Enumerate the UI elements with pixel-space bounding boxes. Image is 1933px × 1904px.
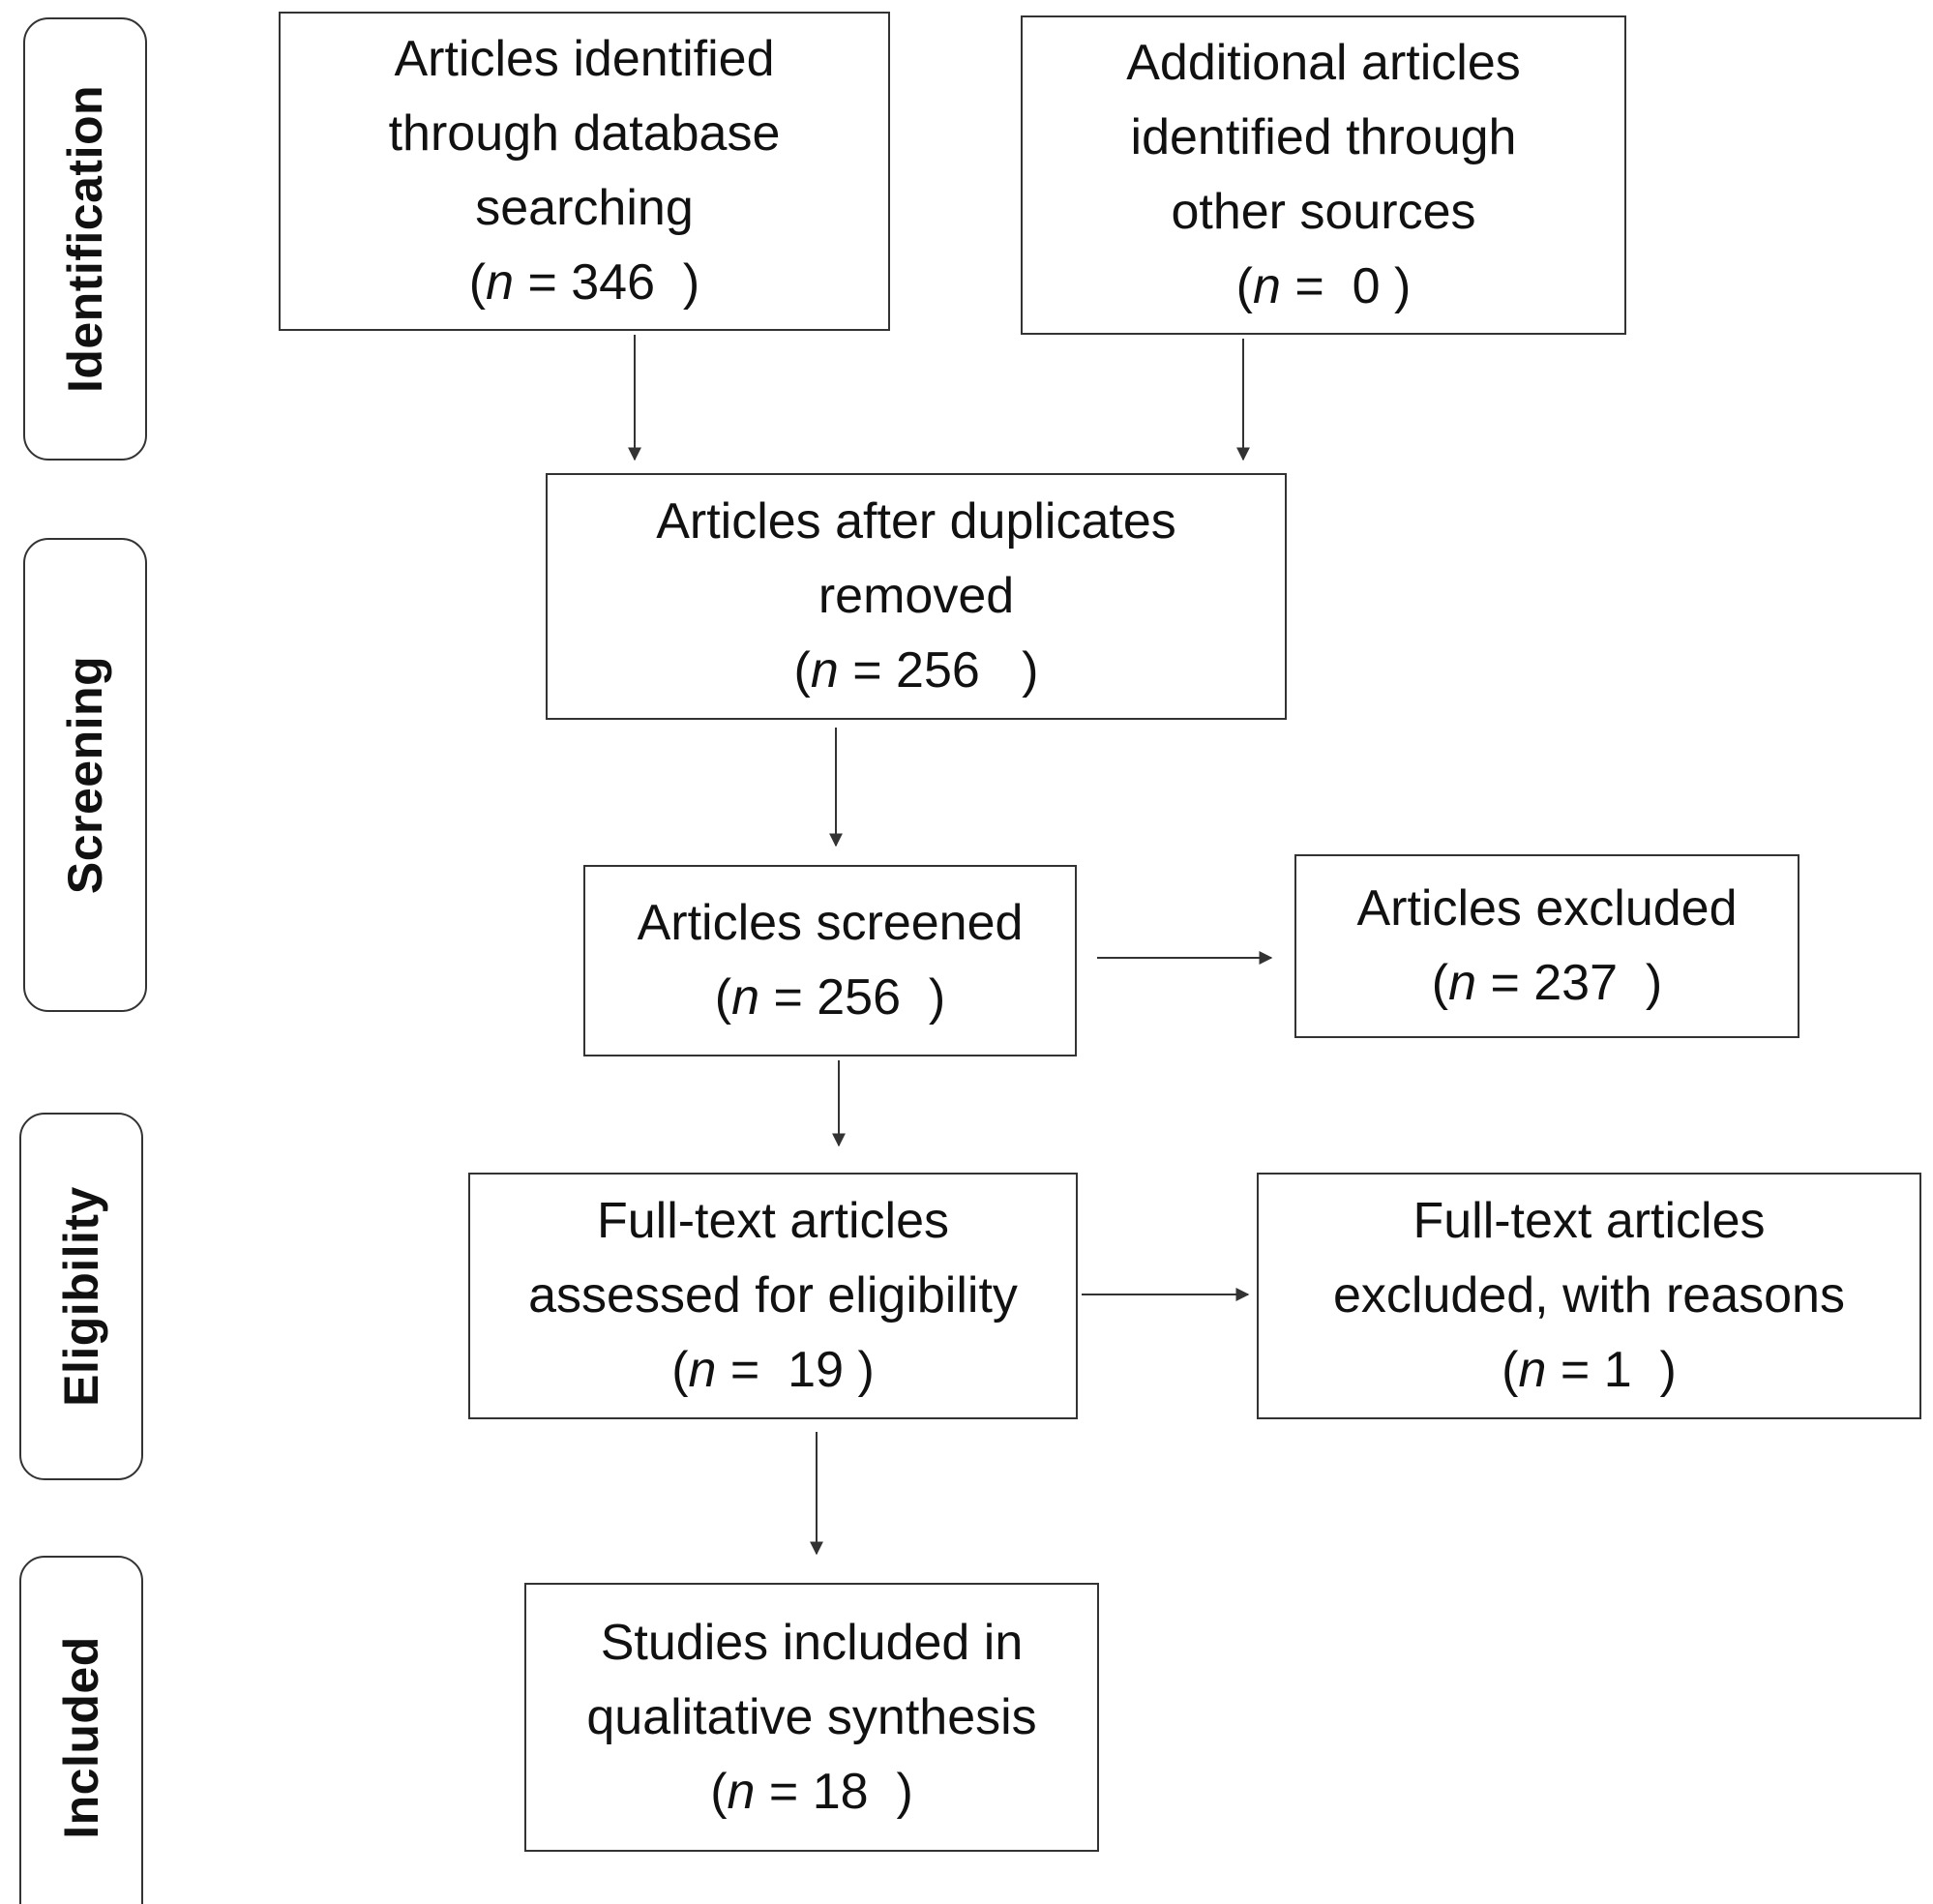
box-line: Articles excluded bbox=[1356, 880, 1738, 937]
count-value: 0 bbox=[1352, 258, 1381, 314]
box-line: Full-text articles bbox=[596, 1193, 950, 1249]
n-symbol: n bbox=[486, 254, 514, 311]
box-line: Articles identified bbox=[394, 31, 775, 87]
box-count: (n = 346 ) bbox=[468, 254, 700, 311]
stage-eligibility: Eligibility bbox=[19, 1113, 143, 1480]
stage-identification: Identification bbox=[23, 17, 147, 461]
box-line: qualitative synthesis bbox=[586, 1688, 1037, 1745]
box-count: (n = 237 ) bbox=[1431, 955, 1663, 1011]
count-value: 256 bbox=[896, 642, 980, 699]
n-symbol: n bbox=[727, 1763, 756, 1820]
box-line: removed bbox=[818, 568, 1015, 624]
stage-included: Included bbox=[19, 1556, 143, 1904]
box-database-search: Articles identified through database sea… bbox=[279, 12, 890, 331]
box-line: assessed for eligibility bbox=[528, 1267, 1018, 1324]
box-line: Full-text articles bbox=[1413, 1193, 1766, 1249]
box-full-text-assessed: Full-text articles assessed for eligibil… bbox=[468, 1173, 1078, 1419]
n-symbol: n bbox=[688, 1342, 717, 1398]
box-count: (n = 1 ) bbox=[1502, 1342, 1677, 1398]
box-count: (n = 18 ) bbox=[710, 1763, 913, 1820]
n-symbol: n bbox=[810, 642, 839, 699]
count-value: 1 bbox=[1603, 1342, 1632, 1398]
n-symbol: n bbox=[1253, 258, 1281, 314]
box-line: Articles after duplicates bbox=[656, 493, 1176, 550]
box-duplicates-removed: Articles after duplicates removed (n = 2… bbox=[546, 473, 1287, 720]
box-other-sources: Additional articles identified through o… bbox=[1021, 15, 1626, 335]
box-line: Articles screened bbox=[637, 895, 1024, 951]
count-value: 256 bbox=[817, 969, 902, 1026]
box-studies-included: Studies included in qualitative synthesi… bbox=[524, 1583, 1099, 1852]
count-value: 237 bbox=[1533, 955, 1619, 1011]
box-line: excluded, with reasons bbox=[1333, 1267, 1845, 1324]
box-line: searching bbox=[475, 180, 694, 236]
n-symbol: n bbox=[1518, 1342, 1547, 1398]
box-count: (n = 256 ) bbox=[714, 969, 946, 1026]
box-line: Additional articles bbox=[1126, 35, 1521, 91]
count-value: 19 bbox=[788, 1342, 845, 1398]
box-line: identified through bbox=[1130, 109, 1517, 165]
box-full-text-excluded: Full-text articles excluded, with reason… bbox=[1257, 1173, 1921, 1419]
count-value: 18 bbox=[812, 1763, 869, 1820]
box-count: (n = 256 ) bbox=[793, 642, 1039, 699]
stage-screening: Screening bbox=[23, 538, 147, 1012]
box-line: Studies included in bbox=[600, 1614, 1024, 1671]
box-articles-screened: Articles screened (n = 256 ) bbox=[583, 865, 1077, 1056]
count-value: 346 bbox=[571, 254, 656, 311]
box-count: (n = 19 ) bbox=[671, 1342, 875, 1398]
box-count: (n = 0 ) bbox=[1235, 258, 1412, 314]
box-line: other sources bbox=[1171, 184, 1476, 240]
n-symbol: n bbox=[731, 969, 759, 1026]
box-articles-excluded: Articles excluded (n = 237 ) bbox=[1294, 854, 1799, 1038]
box-line: through database bbox=[388, 105, 781, 162]
n-symbol: n bbox=[1448, 955, 1476, 1011]
